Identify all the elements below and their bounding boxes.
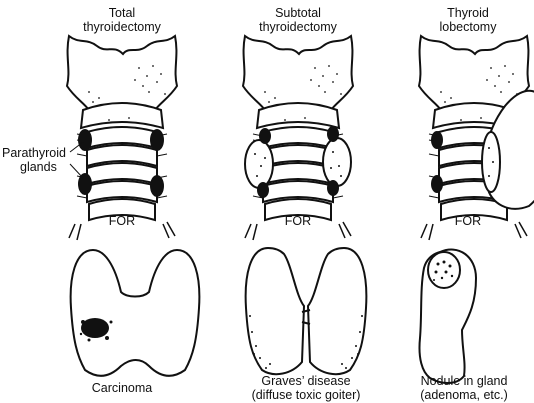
indication-line: (adenoma, etc.)	[420, 388, 508, 402]
for-label-3: FOR	[454, 214, 482, 228]
thyroid-lobectomy-illustration	[418, 35, 534, 241]
procedure-title-line: Subtotal	[275, 6, 321, 20]
parathyroid-gland-upper-right	[150, 129, 164, 151]
indication-line: (diffuse toxic goiter)	[251, 388, 361, 402]
indication-graves: Graves’ disease (diffuse toxic goiter)	[236, 374, 376, 402]
total-thyroidectomy-illustration	[66, 35, 178, 241]
procedure-title-lobectomy: Thyroid lobectomy	[418, 6, 518, 34]
callout-line: glands	[20, 160, 57, 174]
procedure-title-line: lobectomy	[439, 20, 497, 34]
parathyroid-gland-upper-left	[78, 129, 92, 151]
indication-carcinoma: Carcinoma	[74, 381, 170, 395]
procedure-title-line: thyroidectomy	[83, 20, 161, 34]
procedure-title-subtotal: Subtotal thyroidectomy	[254, 6, 342, 34]
callout-line: Parathyroid	[2, 146, 66, 160]
nodule-gland-illustration	[418, 248, 478, 384]
graves-disease-gland-illustration	[244, 246, 368, 376]
indication-nodule: Nodule in gland (adenoma, etc.)	[404, 374, 524, 402]
procedure-title-line: Thyroid	[447, 6, 489, 20]
parathyroid-gland-lower-right	[150, 175, 164, 197]
subtotal-thyroidectomy-illustration	[242, 35, 354, 241]
indication-line: Graves’ disease	[261, 374, 351, 388]
parathyroid-gland-lower-left	[78, 173, 92, 195]
procedure-title-line: thyroidectomy	[259, 20, 337, 34]
for-label-1: FOR	[108, 214, 136, 228]
parathyroid-callout-label: Parathyroid glands	[2, 146, 66, 174]
procedure-title-total: Total thyroidectomy	[78, 6, 166, 34]
procedure-title-line: Total	[108, 6, 136, 20]
for-label-2: FOR	[284, 214, 312, 228]
carcinoma-gland-illustration	[69, 249, 201, 377]
indication-line: Carcinoma	[91, 381, 153, 395]
indication-line: Nodule in gland	[420, 374, 508, 388]
